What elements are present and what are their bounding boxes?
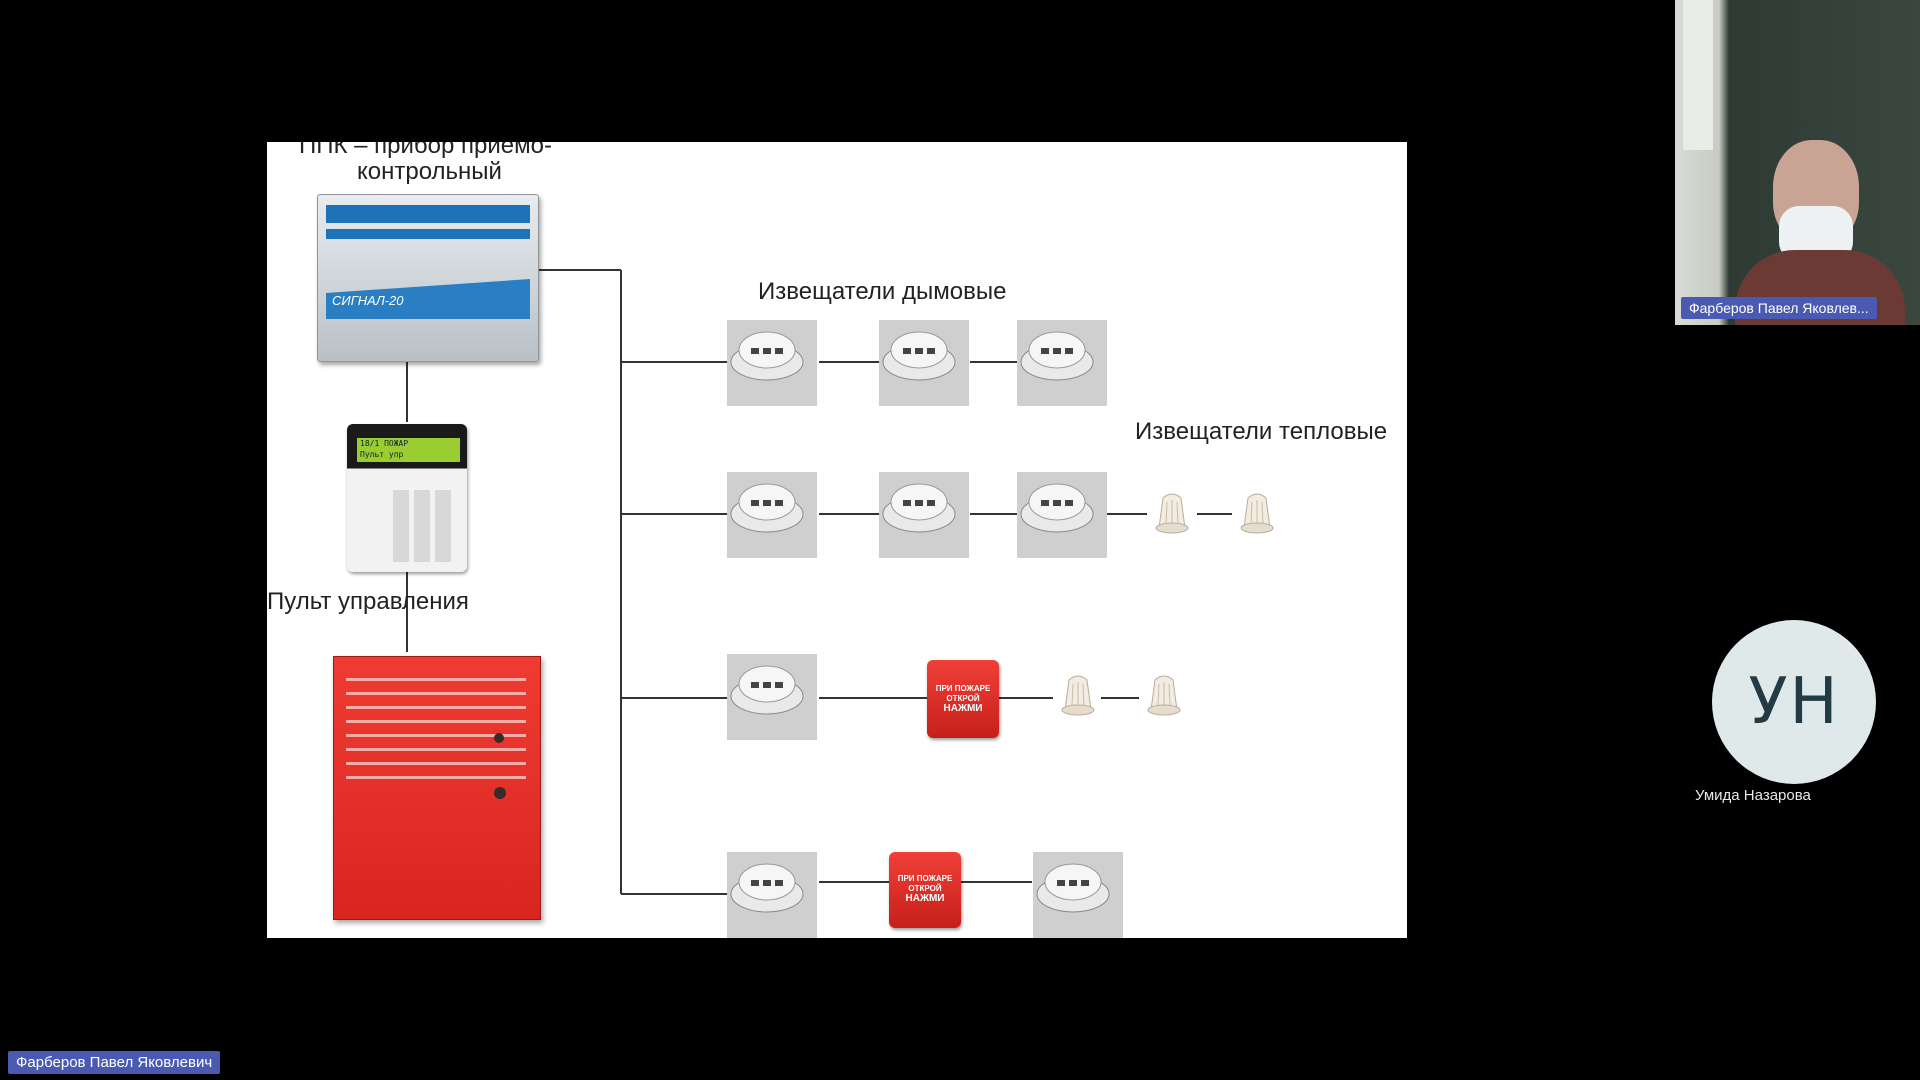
label-control-panel: Пульт управления xyxy=(267,588,469,615)
smoke-detector-icon xyxy=(1017,472,1107,558)
participant-initials: УН xyxy=(1748,665,1840,739)
manual-call-point-icon: ПРИ ПОЖАРЕ ОТКРОЙ НАЖМИ xyxy=(927,660,999,738)
call-point-text-3: НАЖМИ xyxy=(905,893,945,904)
slide-title-line2: контрольный xyxy=(357,158,502,185)
fire-panel-device xyxy=(333,656,541,920)
device-brand-label: СИГНАЛ-20 xyxy=(332,293,404,308)
keypad-device: 18/1 ПОЖАР Пульт упр xyxy=(347,424,467,572)
call-point-text-1: ПРИ ПОЖАРЕ xyxy=(897,874,953,883)
smoke-detector-icon xyxy=(879,472,969,558)
call-point-text-2: ОТКРОЙ xyxy=(946,694,980,703)
slide-title-line1: ППК – прибор приемо- xyxy=(299,142,552,159)
self-video-tile[interactable]: Фарберов Павел Яковлев... xyxy=(1675,0,1920,325)
keypad-screen-line2: Пульт упр xyxy=(360,450,404,459)
call-point-text-2: ОТКРОЙ xyxy=(908,884,942,893)
keypad-screen-line1: 18/1 ПОЖАР xyxy=(360,439,409,448)
manual-call-point-icon: ПРИ ПОЖАРЕ ОТКРОЙ НАЖМИ xyxy=(889,852,961,928)
smoke-detector-icon xyxy=(1033,852,1123,938)
call-point-text-1: ПРИ ПОЖАРЕ xyxy=(935,684,991,693)
smoke-detector-icon xyxy=(727,654,817,740)
label-heat-detectors: Извещатели тепловые xyxy=(1135,418,1388,445)
shared-slide: ППК – прибор приемо- контрольный СИГНАЛ-… xyxy=(267,142,1407,938)
smoke-detector-icon xyxy=(879,320,969,406)
smoke-detector-icon xyxy=(727,320,817,406)
smoke-detector-icon xyxy=(1017,320,1107,406)
call-point-text-3: НАЖМИ xyxy=(943,703,983,714)
wiring-diagram xyxy=(406,269,1232,895)
control-unit-device: СИГНАЛ-20 xyxy=(317,194,539,362)
participant-name: Умида Назарова xyxy=(1695,787,1811,804)
self-name-tag: Фарберов Павел Яковлев... xyxy=(1681,297,1877,319)
presenter-name-tag: Фарберов Павел Яковлевич xyxy=(8,1051,221,1074)
smoke-detector-icon xyxy=(727,852,817,938)
participant-avatar[interactable]: УН xyxy=(1712,620,1876,784)
label-smoke-detectors: Извещатели дымовые xyxy=(758,278,1007,305)
smoke-detector-icon xyxy=(727,472,817,558)
